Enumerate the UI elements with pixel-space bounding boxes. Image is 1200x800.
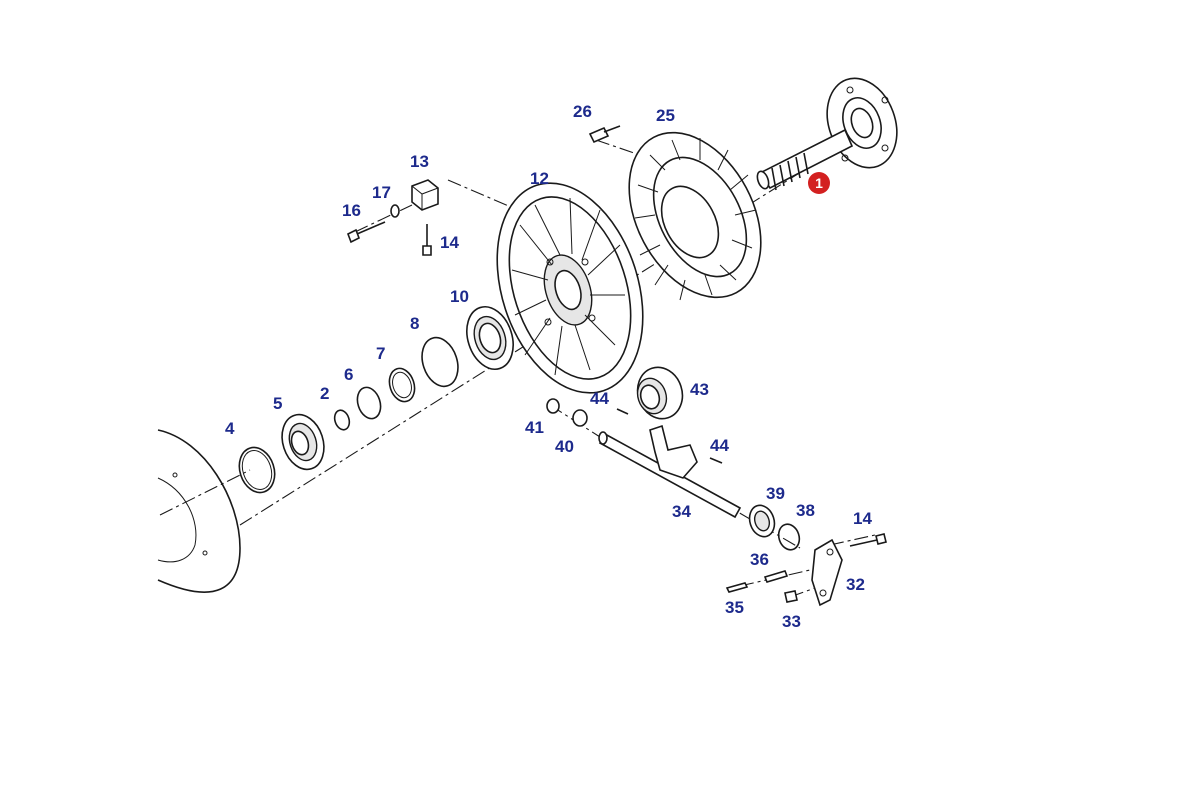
housing-cover — [157, 429, 241, 593]
part-25-disc[interactable] — [602, 110, 787, 320]
part-16-bolt[interactable] — [346, 221, 386, 244]
callout-43: 43 — [690, 380, 709, 399]
part-36-pin[interactable] — [763, 570, 789, 583]
callout-26: 26 — [573, 102, 592, 121]
part-14b-bolt[interactable] — [849, 533, 887, 547]
callout-6: 6 — [344, 365, 353, 384]
callout-8: 8 — [410, 314, 419, 333]
part-8-ring[interactable] — [416, 333, 464, 391]
part-5-seal[interactable] — [275, 409, 330, 475]
callout-41: 41 — [525, 418, 544, 437]
part-6-snap-ring[interactable] — [354, 384, 385, 421]
part-41-plug[interactable] — [546, 398, 560, 414]
part-35-pin[interactable] — [725, 582, 749, 593]
part-40-bushing[interactable] — [572, 409, 588, 427]
part-13-block[interactable] — [411, 179, 439, 211]
highlight-badge-part-1[interactable]: 1 — [808, 172, 830, 194]
part-33-screw[interactable] — [784, 590, 798, 603]
callout-40: 40 — [555, 437, 574, 456]
callout-33: 33 — [782, 612, 801, 631]
part-44a-pin[interactable] — [616, 408, 629, 415]
callout-5: 5 — [273, 394, 282, 413]
part-14a-bolt[interactable] — [422, 224, 432, 256]
callout-2: 2 — [320, 384, 329, 403]
callout-16: 16 — [342, 201, 361, 220]
part-26-bolt[interactable] — [588, 125, 621, 144]
part-43-bearing[interactable] — [631, 361, 689, 424]
callout-44a: 44 — [590, 389, 609, 408]
callout-1: 1 — [815, 175, 823, 191]
part-32-lever[interactable] — [811, 538, 843, 607]
callout-36: 36 — [750, 550, 769, 569]
callout-4: 4 — [225, 419, 235, 438]
callout-13: 13 — [410, 152, 429, 171]
callout-labels: 26 25 13 12 17 16 14 10 8 7 6 2 5 4 43 4… — [225, 102, 872, 631]
callout-12: 12 — [530, 169, 549, 188]
callout-39: 39 — [766, 484, 785, 503]
part-7-ring[interactable] — [385, 365, 418, 405]
callout-10: 10 — [450, 287, 469, 306]
part-39-bearing[interactable] — [746, 502, 779, 540]
part-2-ring[interactable] — [332, 408, 351, 431]
part-10-bearing[interactable] — [459, 301, 521, 375]
callout-17: 17 — [372, 183, 391, 202]
part-34-shaft[interactable] — [598, 424, 742, 519]
part-17-washer[interactable] — [390, 204, 400, 218]
part-12-wheel[interactable] — [472, 164, 668, 411]
callout-14b: 14 — [853, 509, 872, 528]
callout-7: 7 — [376, 344, 385, 363]
callout-38: 38 — [796, 501, 815, 520]
part-44b-pin[interactable] — [709, 457, 723, 464]
callout-34: 34 — [672, 502, 691, 521]
part-4-circlip[interactable] — [234, 443, 281, 497]
callout-14a: 14 — [440, 233, 459, 252]
callout-44b: 44 — [710, 436, 729, 455]
callout-25: 25 — [656, 106, 675, 125]
part-1-shaft[interactable] — [755, 68, 909, 191]
callout-35: 35 — [725, 598, 744, 617]
part-38-ring[interactable] — [775, 522, 802, 553]
badge-circle — [808, 172, 830, 194]
callout-32: 32 — [846, 575, 865, 594]
